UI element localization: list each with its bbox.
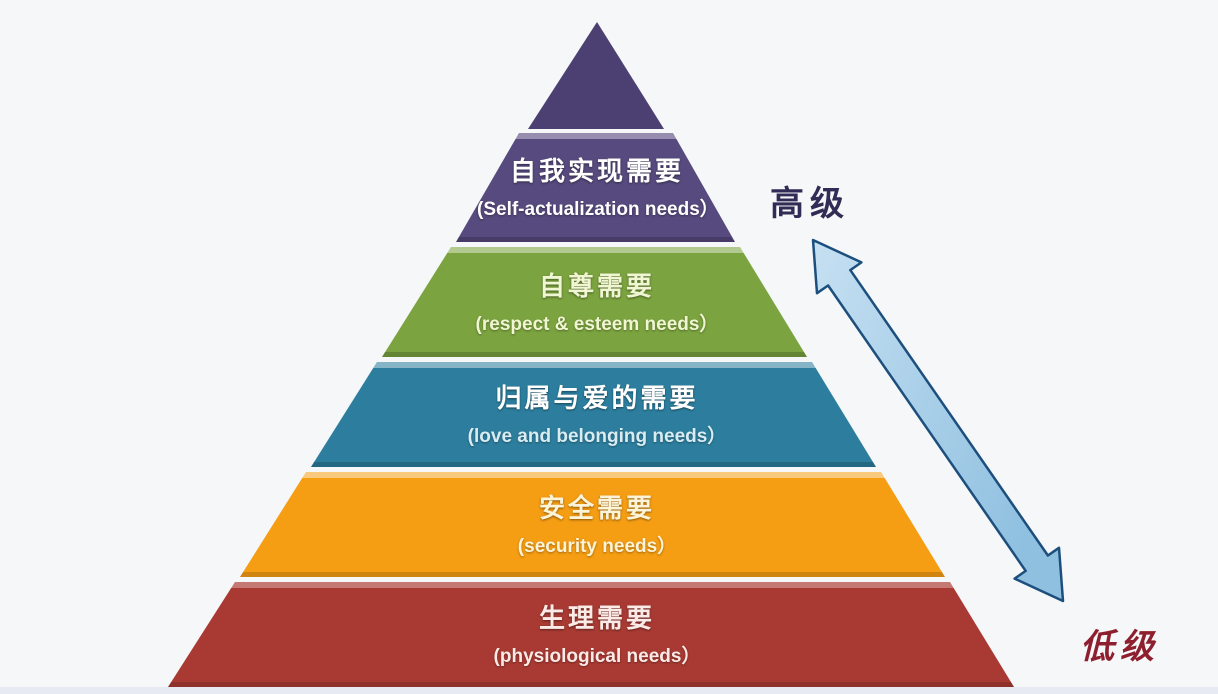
layer-bevel-highlight	[231, 582, 954, 588]
layer-bevel-shadow	[456, 237, 735, 242]
high-level-label: 高级	[770, 185, 850, 223]
pyramid-layer-esteem	[382, 247, 807, 357]
layer-bevel-highlight	[373, 362, 816, 368]
double-arrow-icon	[811, 238, 1065, 603]
layer-bevel-highlight	[515, 133, 677, 139]
pyramid-layer-security	[240, 472, 945, 577]
layer-bevel-shadow	[168, 682, 1014, 687]
layer-bevel-highlight	[302, 472, 885, 478]
pyramid-apex	[528, 22, 664, 129]
pyramid-layer-self-actualization	[456, 133, 735, 242]
low-level-label: 低级	[1080, 628, 1160, 666]
layer-bevel-shadow	[382, 352, 807, 357]
pyramid-layer-physiological	[168, 582, 1014, 687]
layer-bevel-shadow	[240, 572, 945, 577]
pyramid-layer-belonging	[311, 362, 876, 467]
layer-bevel-shadow	[311, 462, 876, 467]
layer-bevel-highlight	[447, 247, 744, 253]
base-shadow-strip	[0, 687, 1218, 694]
